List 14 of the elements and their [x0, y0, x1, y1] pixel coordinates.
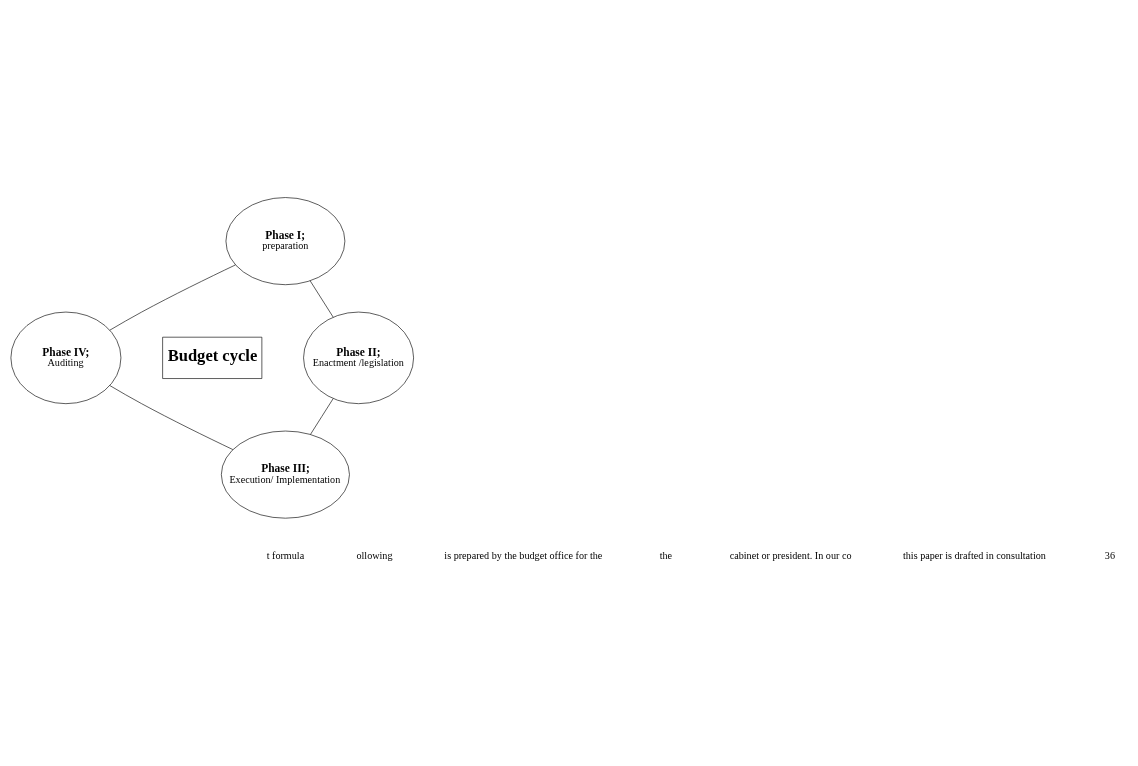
label: ollowing: [356, 550, 393, 562]
node-ellipse: Phase IV; Auditing: [10, 311, 122, 404]
node-ellipse: Phase II; Enactment /legislation: [303, 311, 414, 404]
node-box: Budget cycle: [162, 336, 263, 379]
label: this paper is drafted in consultation: [902, 550, 1046, 562]
connector: [310, 398, 334, 435]
node-ellipse: Phase III; Execution/ Implementation: [221, 430, 350, 519]
label: cabinet or president. In our co: [729, 550, 852, 562]
connector: [109, 385, 234, 450]
label: t formula: [266, 550, 305, 562]
label: is prepared by the budget office for the: [444, 550, 603, 562]
label: 36: [1104, 550, 1116, 562]
node-ellipse: Phase I; preparation: [225, 197, 346, 286]
label: the: [659, 550, 673, 562]
